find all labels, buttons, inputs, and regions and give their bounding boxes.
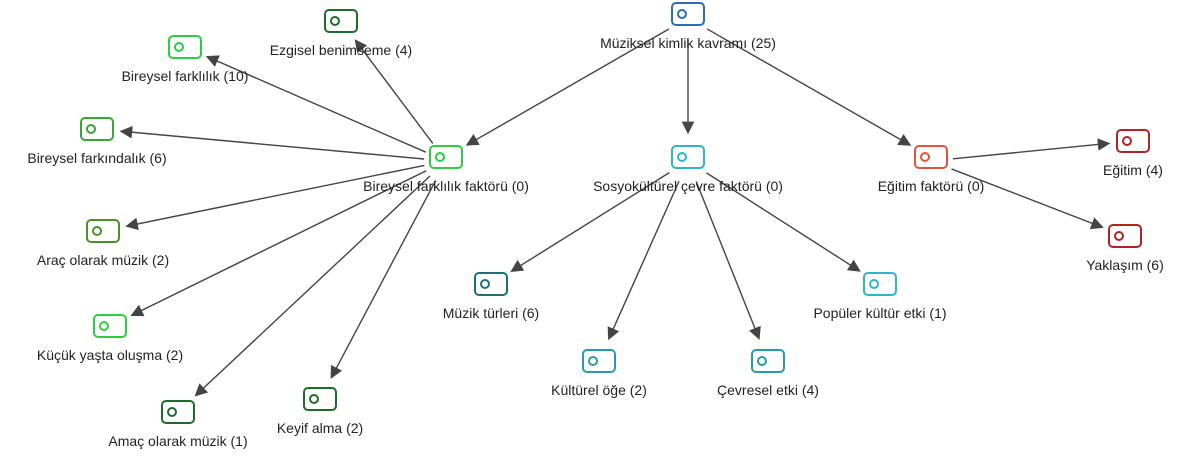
edge-bireysel_faktor-to-kucuk xyxy=(130,170,427,317)
code-tag-icon xyxy=(751,349,785,373)
node-icon-ezgisel[interactable] xyxy=(324,9,358,33)
edge-sosyo_faktor-to-muzik_turleri xyxy=(510,172,670,272)
node-icon-arac[interactable] xyxy=(86,219,120,243)
edge-bireysel_faktor-to-ezgisel xyxy=(354,39,434,144)
node-icon-egitim[interactable] xyxy=(1116,129,1150,153)
node-label-ezgisel-benimseme[interactable]: Ezgisel benimseme (4) xyxy=(269,42,413,58)
tag-hole-icon xyxy=(1114,231,1124,241)
code-tag-icon xyxy=(161,400,195,424)
code-tag-icon xyxy=(93,314,127,338)
edge-root-to-bireysel_faktor xyxy=(465,28,670,146)
code-tag-icon xyxy=(914,145,948,169)
node-icon-bireysel-farkindalik[interactable] xyxy=(80,117,114,141)
edge-bireysel_faktor-to-bireysel_farkindalik xyxy=(119,125,425,160)
tag-hole-icon xyxy=(174,42,184,52)
tag-hole-icon xyxy=(167,407,177,417)
tag-hole-icon xyxy=(330,16,340,26)
code-tag-icon xyxy=(303,387,337,411)
node-icon-kucuk[interactable] xyxy=(93,314,127,338)
tag-hole-icon xyxy=(920,152,930,162)
node-label-populer-kultur-etki[interactable]: Popüler kültür etki (1) xyxy=(813,305,947,321)
code-tag-icon xyxy=(863,272,897,296)
nodes-layer xyxy=(80,2,1150,424)
code-tag-icon xyxy=(671,145,705,169)
code-tag-icon xyxy=(474,272,508,296)
node-label-bireysel-farkindalik[interactable]: Bireysel farkındalık (6) xyxy=(27,150,167,166)
code-tag-icon xyxy=(671,2,705,26)
node-label-muziksel-kimlik[interactable]: Müziksel kimlik kavramı (25) xyxy=(600,35,776,51)
edges-layer xyxy=(119,28,1111,397)
node-icon-keyif[interactable] xyxy=(303,387,337,411)
code-tag-icon xyxy=(429,145,463,169)
code-tag-icon xyxy=(80,117,114,141)
edge-sosyo_faktor-to-cevresel xyxy=(695,181,761,340)
node-icon-bireysel-faktor[interactable] xyxy=(429,145,463,169)
tag-hole-icon xyxy=(757,356,767,366)
code-tag-icon xyxy=(1116,129,1150,153)
node-label-bireysel-farklilik[interactable]: Bireysel farklılık (10) xyxy=(121,68,249,84)
node-icon-amac[interactable] xyxy=(161,400,195,424)
tag-hole-icon xyxy=(435,152,445,162)
node-label-arac-olarak-muzik[interactable]: Araç olarak müzik (2) xyxy=(36,252,170,268)
tag-hole-icon xyxy=(1122,136,1132,146)
edge-egitim_faktor-to-egitim xyxy=(952,138,1111,160)
tag-hole-icon xyxy=(86,124,96,134)
tag-hole-icon xyxy=(309,394,319,404)
tag-hole-icon xyxy=(99,321,109,331)
node-icon-yaklasim[interactable] xyxy=(1108,224,1142,248)
edge-root-to-egitim_faktor xyxy=(706,28,912,146)
node-icon-cevresel[interactable] xyxy=(751,349,785,373)
edge-sosyo_faktor-to-populer xyxy=(706,172,861,272)
node-label-bireysel-farklilik-faktoru[interactable]: Bireysel farklılık faktörü (0) xyxy=(363,178,529,194)
tag-hole-icon xyxy=(677,9,687,19)
tag-hole-icon xyxy=(588,356,598,366)
node-label-sosyokulturel-cevre-faktoru[interactable]: Sosyokültürel çevre faktörü (0) xyxy=(593,178,783,194)
node-icon-populer[interactable] xyxy=(863,272,897,296)
edge-bireysel_faktor-to-bireysel_farklilik xyxy=(205,55,427,153)
edge-sosyo_faktor-to-kulturel xyxy=(607,180,680,341)
code-tag-icon xyxy=(1108,224,1142,248)
node-icon-bireysel-farklilik[interactable] xyxy=(168,35,202,59)
tag-hole-icon xyxy=(92,226,102,236)
code-tag-icon xyxy=(324,9,358,33)
tag-hole-icon xyxy=(869,279,879,289)
node-label-egitim[interactable]: Eğitim (4) xyxy=(1103,162,1163,178)
edge-bireysel_faktor-to-arac xyxy=(125,164,425,231)
node-label-kulturel-oge[interactable]: Kültürel öğe (2) xyxy=(551,382,647,398)
code-tag-icon xyxy=(86,219,120,243)
node-label-muzik-turleri[interactable]: Müzik türleri (6) xyxy=(442,305,540,321)
edge-egitim_faktor-to-yaklasim xyxy=(951,168,1104,230)
node-label-amac-olarak-muzik[interactable]: Amaç olarak müzik (1) xyxy=(108,433,248,449)
node-label-egitim-faktoru[interactable]: Eğitim faktörü (0) xyxy=(877,178,985,194)
edge-bireysel_faktor-to-amac xyxy=(194,175,431,397)
tag-hole-icon xyxy=(480,279,490,289)
node-icon-kulturel[interactable] xyxy=(582,349,616,373)
node-label-yaklasim[interactable]: Yaklaşım (6) xyxy=(1086,257,1164,273)
code-tag-icon xyxy=(582,349,616,373)
node-icon-egitim-faktor[interactable] xyxy=(914,145,948,169)
edge-bireysel_faktor-to-keyif xyxy=(330,180,437,379)
node-label-keyif-alma[interactable]: Keyif alma (2) xyxy=(276,420,364,436)
node-label-kucuk-yasta-olusma[interactable]: Küçük yaşta oluşma (2) xyxy=(36,347,184,363)
code-tag-icon xyxy=(168,35,202,59)
node-icon-sosyo-faktor[interactable] xyxy=(671,145,705,169)
node-icon-root[interactable] xyxy=(671,2,705,26)
node-icon-muzik-turleri[interactable] xyxy=(474,272,508,296)
node-label-cevresel-etki[interactable]: Çevresel etki (4) xyxy=(717,382,819,398)
tag-hole-icon xyxy=(677,152,687,162)
